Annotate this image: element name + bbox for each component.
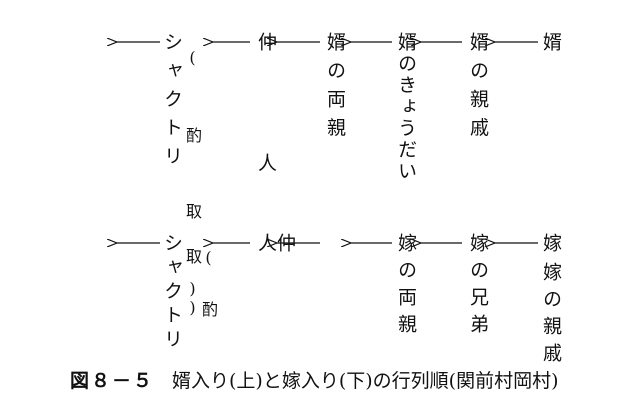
figure-caption: 図８－５ 婿入り(上)と嫁入り(下)の行列順(関前村岡村) [70, 366, 559, 393]
lower-start: 嫁 [540, 233, 562, 252]
upper-node-1: 婿の親戚 [467, 32, 489, 146]
upper-note: (酌取) [183, 48, 202, 358]
lower-node-2: 嫁の兄弟 [467, 233, 489, 341]
upper-start: 婿 [540, 32, 562, 51]
figure-label: 図８－５ [70, 370, 155, 392]
upper-node-2: 婿のきょうだい [395, 32, 417, 183]
lower-node-3: 嫁の両親 [395, 233, 417, 341]
upper-node-5: シャクトリ [161, 32, 183, 175]
upper-node-4: 仲人 [255, 32, 277, 274]
caption-text: 婿入り(上)と嫁入り(下)の行列順(関前村岡村) [172, 370, 559, 392]
lower-note: (酌取) [183, 248, 218, 351]
lower-node-5: シャクトリ [161, 233, 183, 353]
upper-node-3: 婿の両親 [324, 32, 346, 146]
lower-node-4: 仲人 [255, 233, 296, 324]
lower-node-1: 嫁の親戚 [540, 262, 562, 370]
